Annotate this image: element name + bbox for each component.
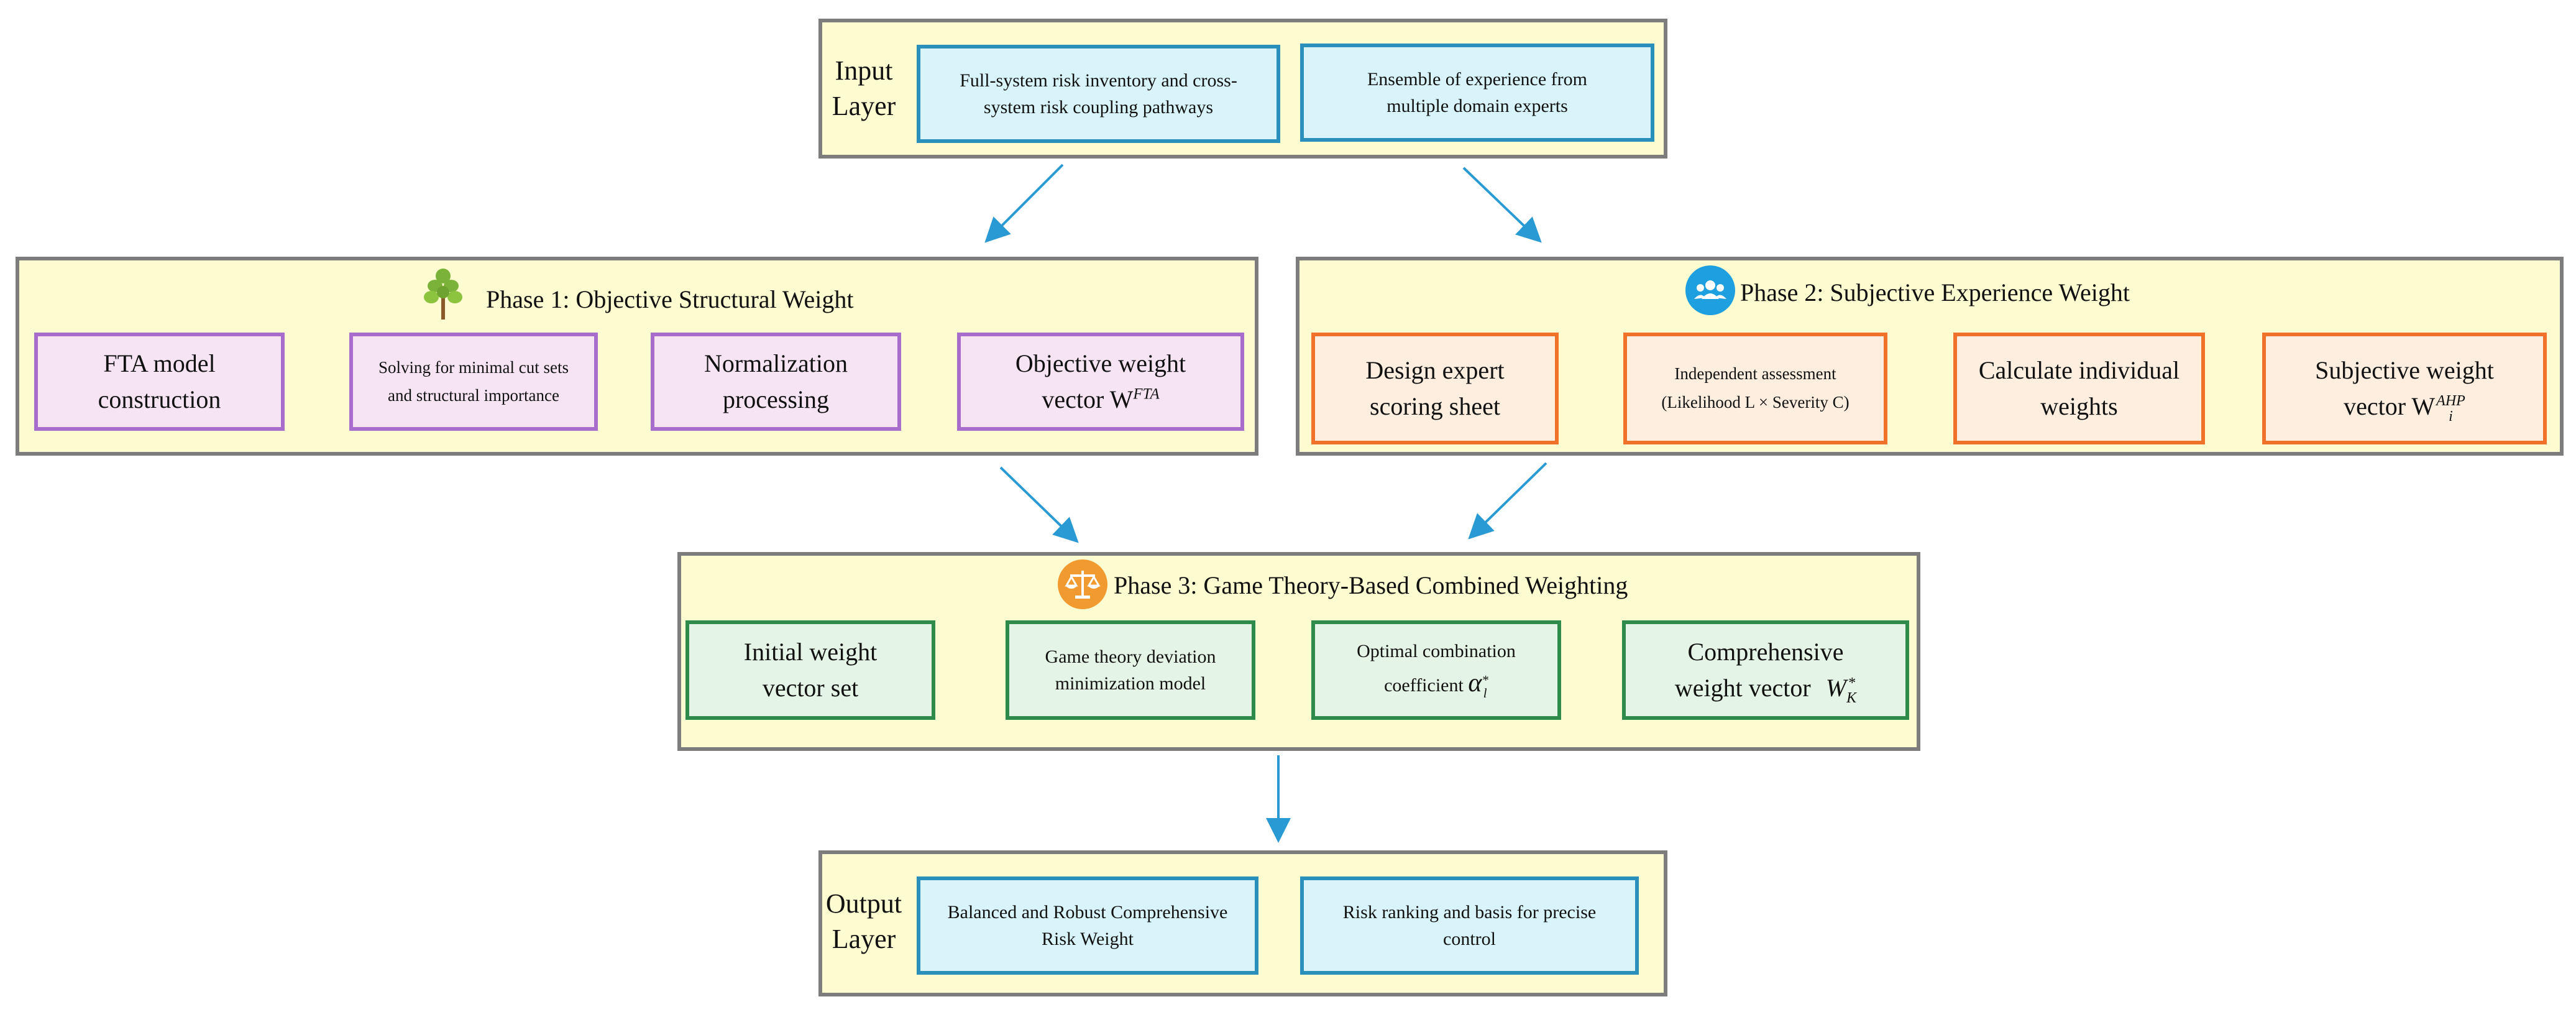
output-box-risk-weight: Balanced and Robust Comprehensive Risk W… [917,876,1258,975]
p3-coef-symbol: α [1468,669,1482,698]
p3-comprehensive-weight-vector: Comprehensive weight vector W*K [1622,620,1909,720]
flow-arrow-input-to-phase2 [1462,167,1542,243]
people-icon [1685,265,1735,315]
tree-icon [424,269,462,320]
flow-arrow-input-to-phase1 [984,163,1064,243]
phase1-title: Phase 1: Objective Structural Weight [486,285,854,313]
scale-icon [1058,559,1107,609]
input-layer-label: Input Layer [832,55,896,122]
flow-arrow-phase2-to-phase3 [1468,462,1547,540]
phase3-title: Phase 3: Game Theory-Based Combined Weig… [1114,571,1628,599]
input-box-risk-inventory: Full-system risk inventory and cross-sys… [917,45,1280,143]
p1-output-sup: FTA [1133,385,1160,403]
p3-output-sup: * [1848,674,1856,691]
p1-step-normalization: Normalization processing [651,333,901,431]
p3-step-initial-weight-set: Initial weight vector set [685,620,935,720]
p3-coef-text: Optimal combination coefficient [1357,640,1516,696]
p2-step-design-scoring-sheet: Design expert scoring sheet [1311,333,1559,444]
p1-objective-weight-vector: Objective weight vector WFTA [957,333,1244,431]
p2-output-text: Subjective weight vector W [2315,356,2494,420]
p3-step-game-theory-model: Game theory deviation minimization model [1006,620,1255,720]
p3-output-sub: K [1846,689,1857,706]
p2-step-individual-weights: Calculate individual weights [1953,333,2205,444]
input-box-expert-experience: Ensemble of experience from multiple dom… [1300,44,1654,142]
p2-output-sub: i [2449,408,2453,425]
p3-output-symbol: W [1825,674,1847,702]
output-layer-label: Output Layer [825,888,902,955]
p1-step-fta-construction: FTA model construction [34,333,285,431]
flow-arrow-phase1-to-phase3 [999,466,1079,543]
p3-coef-sup: * [1482,673,1488,688]
p2-step-independent-assessment: Independent assessment (Likelihood L × S… [1623,333,1887,444]
p3-optimal-coefficient: Optimal combination coefficient α*l [1311,620,1561,720]
p1-step-minimal-cut-sets: Solving for minimal cut sets and structu… [349,333,598,431]
p3-output-text: Comprehensive weight vector [1674,638,1844,702]
p1-output-text: Objective weight vector W [1015,349,1186,413]
p3-coef-sub: l [1483,686,1487,701]
output-box-risk-ranking: Risk ranking and basis for precise contr… [1300,876,1639,975]
p2-output-sup: AHP [2436,392,2465,409]
phase2-title: Phase 2: Subjective Experience Weight [1740,278,2130,306]
